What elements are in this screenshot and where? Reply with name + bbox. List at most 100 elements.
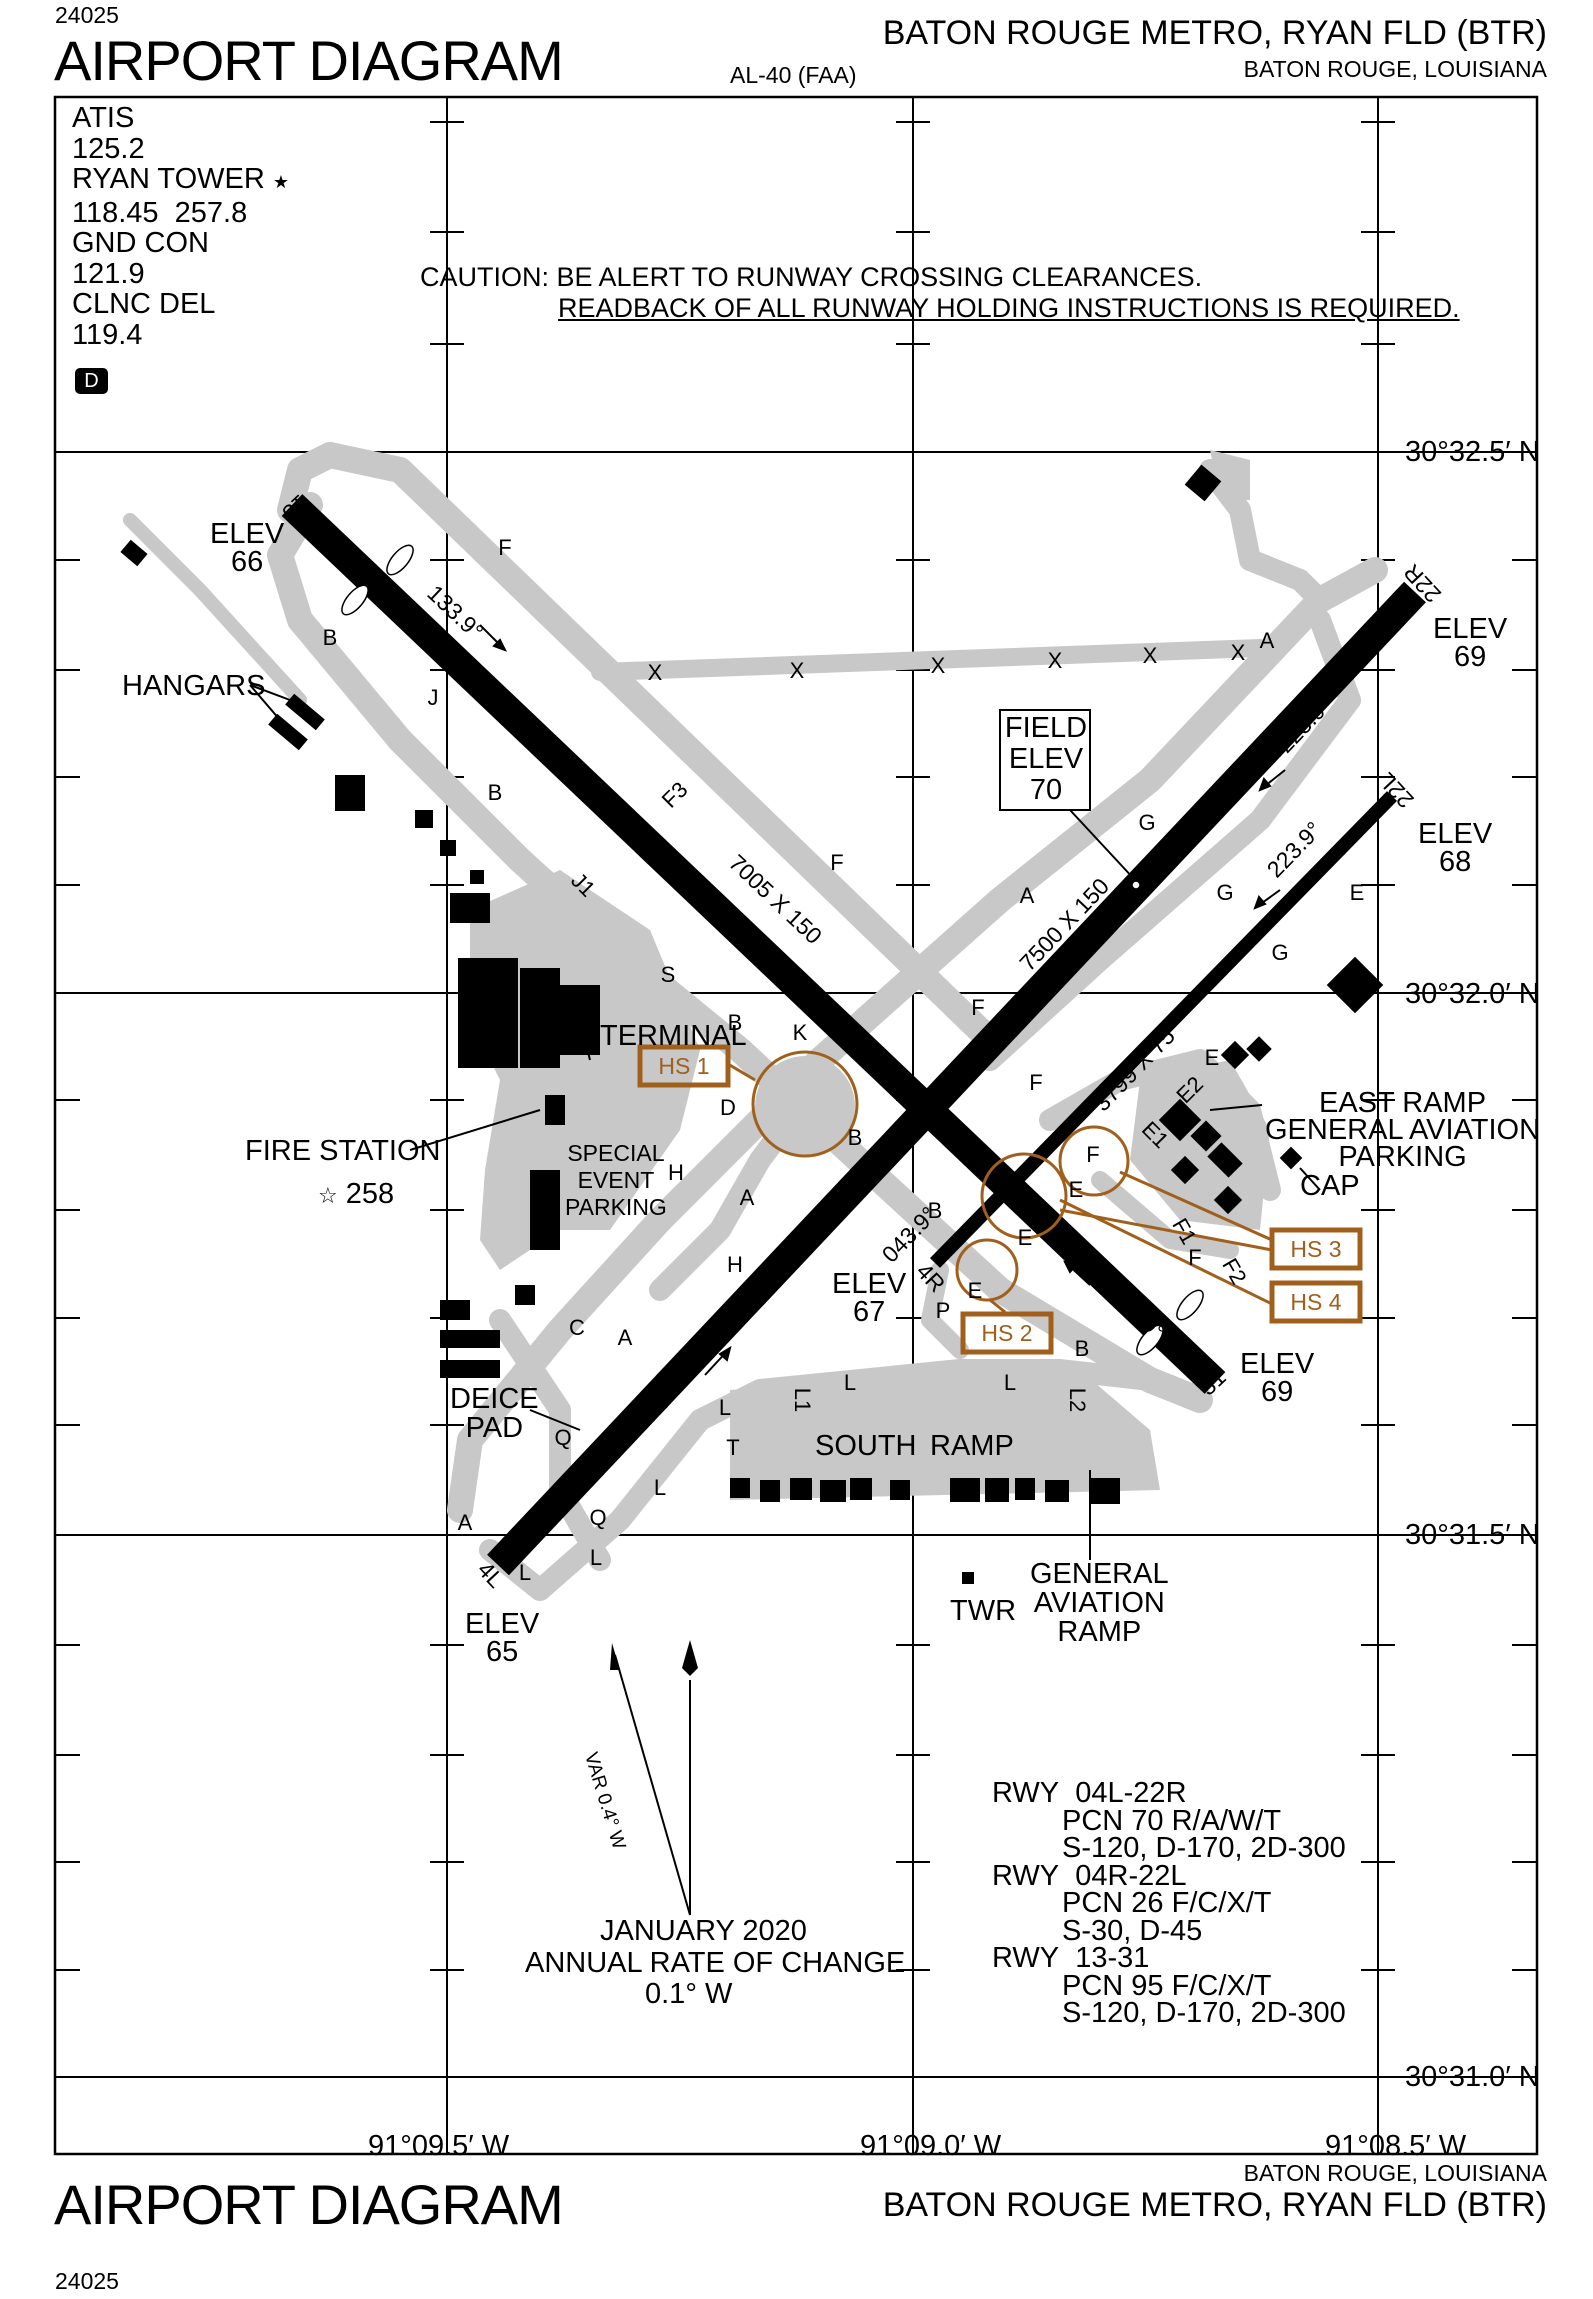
south-ramp-label-2: RAMP <box>930 1430 1014 1462</box>
runway-4l-22r <box>487 581 1426 1576</box>
lon-label-3: 91°08.5′ W <box>1325 2130 1467 2162</box>
taxiway-a-5: A <box>458 1510 473 1535</box>
taxiway-b-3: B <box>728 1010 743 1035</box>
lat-label-4: 30°31.0′ N <box>1405 2061 1540 2093</box>
lon-label-2: 91°09.0′ W <box>860 2130 1002 2162</box>
city-state-top: BATON ROUGE, LOUISIANA <box>1243 56 1547 82</box>
map-frame <box>53 95 1539 2156</box>
page-title-bottom: AIRPORT DIAGRAM <box>54 2173 564 2236</box>
taxiway-e-4: E <box>1018 1225 1033 1250</box>
taxiway-s: S <box>661 962 676 987</box>
obstacle-star-icon: ☆ <box>318 1183 338 1208</box>
taxiway-b-2: B <box>488 780 503 805</box>
leader-lines <box>249 684 1321 1560</box>
taxiway-e-5: E <box>968 1278 983 1303</box>
hotspot-labels: HS 1 HS 2 HS 3 HS 4 <box>658 1053 1341 1346</box>
fire-station-label: FIRE STATION <box>245 1135 441 1167</box>
taxiway-a-1: A <box>1260 628 1275 653</box>
taxiway-p: P <box>936 1298 951 1323</box>
field-elev-box <box>999 709 1091 811</box>
taxiway-t: T <box>726 1435 739 1460</box>
taxiway-d: D <box>720 1095 736 1120</box>
taxiway-f-1: F <box>498 535 511 560</box>
runway-lights-icons <box>341 544 1204 1356</box>
taxiway-f-5: F <box>1086 1142 1099 1167</box>
clnc-freq: 119.4 <box>72 318 143 351</box>
taxiway-g-3: G <box>1271 940 1288 965</box>
taxiway-e-3: E <box>1069 1177 1084 1202</box>
taxiway-b-1: B <box>323 625 338 650</box>
taxiway-b-6: B <box>1075 1336 1090 1361</box>
taxiway-x-1: X <box>648 660 663 685</box>
taxiway-l-5: L <box>844 1370 856 1395</box>
taxiway-l-2: L <box>590 1545 602 1570</box>
buildings <box>120 464 1384 1584</box>
comm-info: ATIS 125.2 RYAN TOWER ★ 118.45 257.8 GND… <box>72 103 289 350</box>
clnc-label: CLNC DEL <box>72 288 216 320</box>
caution-line-2: READBACK OF ALL RUNWAY HOLDING INSTRUCTI… <box>558 293 1460 323</box>
taxiway-l-3: L <box>654 1475 666 1500</box>
taxiway-g-1: G <box>1138 810 1155 835</box>
procedure-number-top: 24025 <box>55 2 119 28</box>
taxiway-f-2: F <box>830 850 843 875</box>
true-north-arrow-icon <box>682 1640 698 1676</box>
north-arrows <box>610 1640 698 1916</box>
taxiway-q-1: Q <box>554 1425 571 1450</box>
taxiway-h-1: H <box>668 1160 684 1185</box>
twr-label: TWR <box>950 1595 1017 1627</box>
hotspot-label-2: HS 2 <box>981 1320 1032 1346</box>
taxiway-a-4: A <box>618 1325 633 1350</box>
taxiway-l2: L2 <box>1065 1388 1090 1412</box>
procedure-number-bottom: 24025 <box>55 2268 119 2294</box>
taxiway-f-3: F <box>971 995 984 1020</box>
airport-name-bottom: BATON ROUGE METRO, RYAN FLD (BTR) <box>882 2186 1547 2224</box>
chart-code: AL-40 (FAA) <box>730 62 857 88</box>
taxiway-h-2: H <box>727 1252 743 1277</box>
pcn-r2: RWY 04R-22L <box>992 1859 1187 1892</box>
taxiway-a-3: A <box>740 1185 755 1210</box>
hotspot-label-3: HS 3 <box>1290 1236 1341 1262</box>
taxiway-e-2: E <box>1205 1045 1220 1070</box>
taxiway-l-1: L <box>519 1560 531 1585</box>
city-state-bottom: BATON ROUGE, LOUISIANA <box>1243 2160 1547 2186</box>
gnd-label: GND CON <box>72 227 209 259</box>
taxiway-k: K <box>793 1020 808 1045</box>
gnd-freq: 121.9 <box>72 257 145 290</box>
south-ramp-label-1: SOUTH <box>815 1430 917 1462</box>
lon-label-1: 91°09.5′ W <box>368 2130 510 2162</box>
taxiway-x-4: X <box>1048 648 1063 673</box>
taxiway-c: C <box>569 1315 585 1340</box>
hotspot-shapes <box>637 1044 1363 1355</box>
hangars-label: HANGARS <box>122 670 266 702</box>
fire-station-elev: ☆ 258 <box>318 1178 395 1210</box>
lat-label-1: 30°32.5′ N <box>1405 436 1540 468</box>
tower-row: RYAN TOWER ★ <box>72 164 289 198</box>
lat-lon-grid <box>55 97 1537 2154</box>
tower-label: RYAN TOWER <box>72 163 265 195</box>
page-title-top: AIRPORT DIAGRAM <box>54 29 564 92</box>
taxiway-f2: F2 <box>1217 1254 1251 1289</box>
taxiway-q-2: Q <box>589 1505 606 1530</box>
mag-rate: 0.1° W <box>645 1978 733 2010</box>
hotspot-label-4: HS 4 <box>1290 1289 1341 1315</box>
taxiway-f-4: F <box>1029 1070 1042 1095</box>
taxiway-x-3: X <box>931 653 946 678</box>
taxiway-g-2: G <box>1216 880 1233 905</box>
taxiway-l-4: L <box>719 1395 731 1420</box>
lat-label-2: 30°32.0′ N <box>1405 978 1540 1010</box>
runways <box>281 494 1426 1576</box>
tower-freq: 118.45 257.8 <box>72 196 248 229</box>
cap-label: CAP <box>1300 1170 1360 1202</box>
runway-4r-22l <box>929 791 1398 1268</box>
atis-freq: 125.2 <box>72 132 145 165</box>
taxiway-f3: F3 <box>657 777 693 813</box>
